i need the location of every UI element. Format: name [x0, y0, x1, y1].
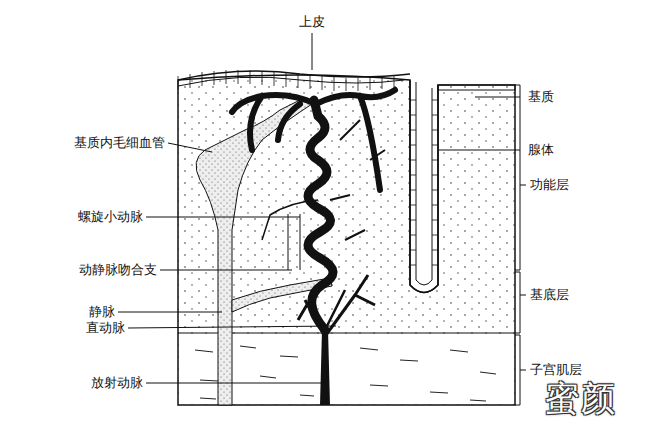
- layer-label: 子宫肌层: [530, 362, 582, 378]
- layer-label: 基底层: [530, 287, 569, 303]
- label-text: 放射动脉: [91, 375, 143, 391]
- label-text: 上皮: [299, 14, 325, 30]
- layer-label: 功能层: [530, 177, 569, 193]
- label-text: 静脉: [89, 304, 115, 320]
- label-text: 腺体: [528, 142, 554, 158]
- watermark: 蜜颜: [545, 378, 617, 419]
- label-text: 基质内毛细血管: [74, 135, 165, 151]
- label-text: 直动脉: [86, 320, 125, 336]
- label-text: 动静脉吻合支: [79, 262, 157, 278]
- label-text: 基质: [528, 89, 554, 105]
- label-text: 螺旋小动脉: [78, 209, 143, 225]
